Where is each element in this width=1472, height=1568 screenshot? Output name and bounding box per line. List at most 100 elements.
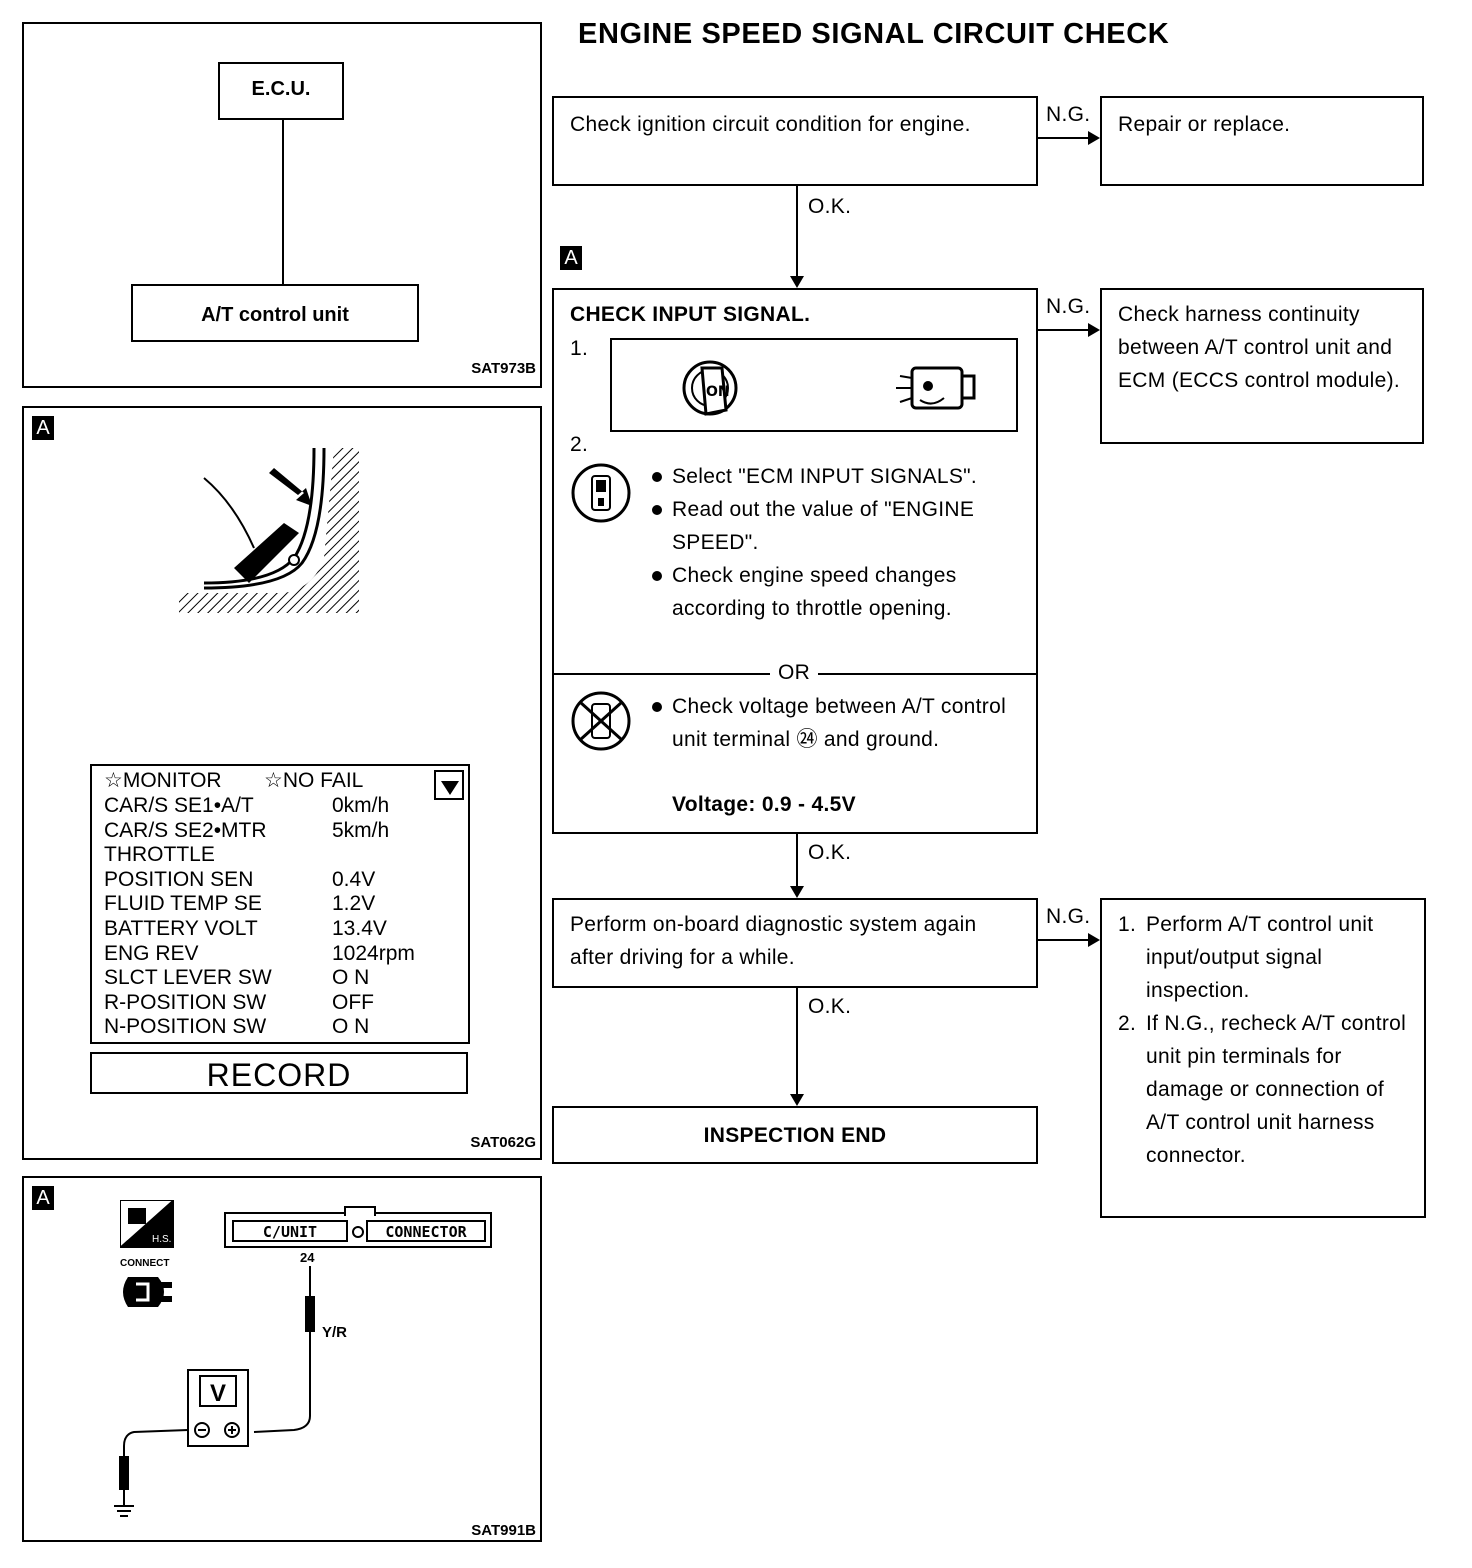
monitor-row: THROTTLE (104, 843, 444, 868)
monitor-row-value: O N (332, 1015, 370, 1039)
engine-running-icon (896, 366, 976, 410)
result-check-harness-text: Check harness continuity between A/T con… (1118, 303, 1401, 392)
wire-color-label: Y/R (322, 1324, 348, 1341)
terminal-number: 24 (300, 1250, 315, 1265)
section-tag: A (560, 246, 582, 270)
monitor-row-label: CAR/S SE1•A/T (104, 794, 254, 817)
bullet-dot (652, 571, 662, 581)
voltage-check-text-b: and ground. (823, 728, 940, 751)
voltmeter-circuit (114, 1266, 315, 1517)
monitor-row-label: THROTTLE (104, 843, 215, 867)
monitor-row-label: POSITION SEN (104, 867, 254, 891)
monitor-row: BATTERY VOLT 13.4V (104, 917, 444, 942)
step-ignition-check: Check ignition circuit condition for eng… (552, 96, 1038, 186)
figure-code: SAT973B (471, 360, 536, 377)
connector-housing: C/UNIT CONNECTOR (224, 1206, 492, 1248)
bullet-dot (652, 472, 662, 482)
record-button[interactable]: RECORD (90, 1052, 468, 1094)
scroll-down-icon[interactable] (434, 770, 464, 800)
wire-line (282, 120, 284, 284)
ng-arrow-1 (1038, 137, 1092, 139)
ng-label-3: N.G. (1046, 905, 1091, 928)
ecu-label: E.C.U. (251, 78, 311, 100)
ignition-key-on-icon: ON (682, 360, 738, 416)
step-number-1: 1. (570, 337, 589, 360)
ok-arrow-1 (796, 186, 798, 278)
monitor-row-value: 0km/h (332, 794, 390, 817)
record-label: RECORD (206, 1057, 352, 1093)
figure-code: SAT062G (470, 1134, 536, 1151)
inspection-end-label: INSPECTION END (703, 1124, 887, 1147)
cunit-label: C/UNIT (262, 1223, 318, 1241)
result-repair-text: Repair or replace. (1118, 113, 1291, 136)
ok-arrow-2 (796, 834, 798, 890)
consult-step-text: Select "ECM INPUT SIGNALS". (672, 465, 978, 488)
figure-code: SAT991B (471, 1522, 536, 1539)
connector-tab (344, 1206, 376, 1216)
monitor-row-value: 1.2V (332, 892, 376, 916)
result-repair: Repair or replace. (1100, 96, 1424, 186)
svg-text:ON: ON (706, 384, 730, 400)
at-control-unit-label: A/T control unit (201, 304, 349, 326)
section-tag: A (32, 1186, 54, 1210)
ok-label-2: O.K. (808, 841, 852, 864)
section-tag: A (32, 416, 54, 440)
monitor-row: CAR/S SE2•MTR 5km/h (104, 819, 444, 844)
monitor-header-left: ☆MONITOR (104, 769, 222, 792)
hs-label: H.S. (152, 1234, 172, 1245)
monitor-row-label: CAR/S SE2•MTR (104, 818, 267, 842)
connect-label: CONNECT (120, 1258, 170, 1269)
monitor-row-label: N-POSITION SW (104, 1015, 267, 1039)
hs-connector-icon (120, 1200, 174, 1248)
accelerator-pedal-illustration (179, 448, 359, 613)
step-number-2: 2. (570, 433, 589, 456)
ng-label-1: N.G. (1046, 103, 1091, 126)
monitor-row: N-POSITION SW O N (104, 1015, 444, 1040)
connector-lock (352, 1226, 364, 1238)
monitor-row-value: O N (332, 966, 370, 990)
bullet-dot (652, 505, 662, 515)
monitor-row-value: 13.4V (332, 916, 387, 940)
cunit-cell: C/UNIT (232, 1220, 348, 1242)
panel-voltage-check: A H.S. CONNECT C/UNIT CONNECTOR 24 Y/R (22, 1176, 542, 1542)
panel-wiring-diagram: E.C.U. 24 A/T control unit SAT973B (22, 22, 542, 388)
at-control-unit-box: A/T control unit (131, 284, 419, 342)
monitor-row-value: 5km/h (332, 818, 390, 842)
voltage-check-text: Check voltage between A/T control unit t… (672, 690, 1022, 756)
step-ignition-text: Check ignition circuit condition for eng… (570, 113, 971, 136)
consult-step-text: Read out the value of "ENGINE SPEED". (672, 498, 975, 554)
monitor-row-label: BATTERY VOLT (104, 916, 258, 940)
ng-arrow-2 (1038, 329, 1092, 331)
voltmeter-label: V (210, 1380, 227, 1407)
check-title: CHECK INPUT SIGNAL. (570, 303, 811, 326)
ng-arrow-3 (1038, 939, 1092, 941)
result-perform-inspection: 1. Perform A/T control unit input/output… (1100, 898, 1426, 1218)
consult-step-item: Read out the value of "ENGINE SPEED". (646, 493, 1026, 559)
ng3-item-2: If N.G., recheck A/T control unit pin te… (1146, 1012, 1407, 1167)
inspection-end: INSPECTION END (552, 1106, 1038, 1164)
consult-tester-icon (571, 463, 631, 523)
connector-label: CONNECTOR (385, 1223, 467, 1241)
page-title: ENGINE SPEED SIGNAL CIRCUIT CHECK (578, 18, 1170, 50)
ok-label-1: O.K. (808, 195, 852, 218)
result-check-harness: Check harness continuity between A/T con… (1100, 288, 1424, 444)
ignition-engine-box: ON (610, 338, 1018, 432)
monitor-row-label: R-POSITION SW (104, 990, 267, 1014)
bullet-dot (652, 702, 662, 712)
consult-step-item: Check engine speed changes according to … (646, 559, 1026, 625)
no-consult-icon (571, 691, 631, 751)
ng3-num-2: 2. (1118, 1012, 1137, 1035)
monitor-row: CAR/S SE1•A/T 0km/h (104, 794, 444, 819)
monitor-row-label: ENG REV (104, 941, 199, 965)
voltage-check-text-a: Check voltage between A/T control unit t… (672, 695, 1007, 751)
ok-label-3: O.K. (808, 995, 852, 1018)
or-label: OR (770, 656, 819, 689)
